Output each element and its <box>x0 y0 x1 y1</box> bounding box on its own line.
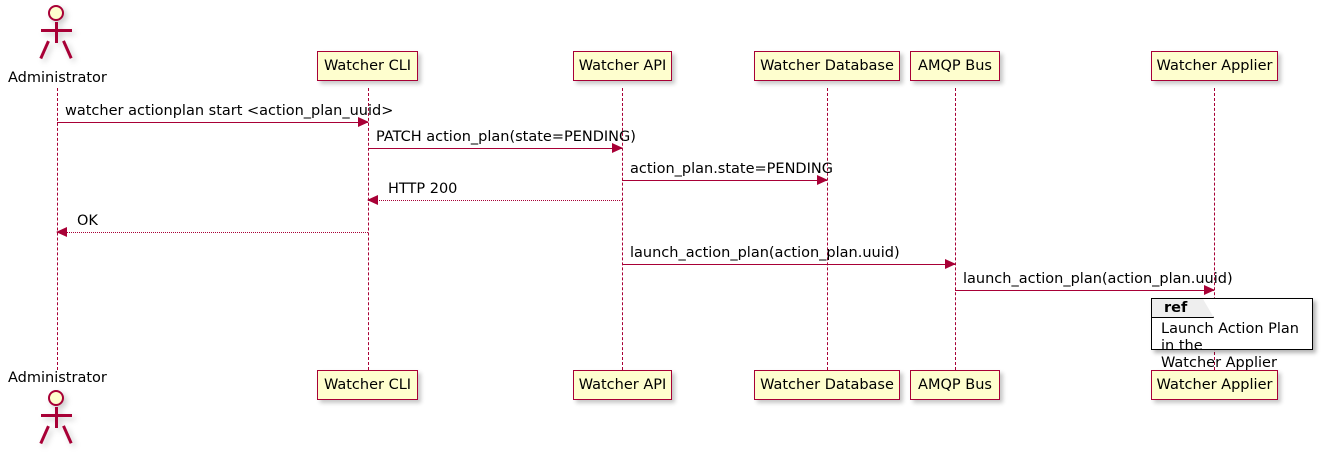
ref-fragment-body-text: Launch Action Plan in the Watcher Applie… <box>1161 321 1299 371</box>
participant-box-watcher-api-bottom[interactable]: Watcher API <box>573 370 672 400</box>
actor-head-icon <box>48 5 64 21</box>
lifeline-watcher-cli <box>368 88 369 370</box>
actor-label-administrator-top: Administrator <box>8 70 107 86</box>
ref-fragment-tab-label: ref <box>1152 299 1214 318</box>
arrowhead-icon <box>367 195 378 205</box>
actor-right-leg-icon <box>62 425 73 444</box>
participant-box-watcher-applier-top[interactable]: Watcher Applier <box>1151 51 1278 81</box>
ref-fragment[interactable]: ref Launch Action Plan in the Watcher Ap… <box>1151 298 1313 371</box>
actor-administrator-top <box>35 5 79 61</box>
message-line <box>57 122 368 123</box>
actor-label-administrator-bottom: Administrator <box>8 370 107 386</box>
arrowhead-icon <box>945 259 956 269</box>
lifeline-watcher-applier <box>1214 88 1215 370</box>
actor-body-icon <box>55 22 58 43</box>
actor-head-icon <box>48 390 64 406</box>
arrowhead-icon <box>612 143 623 153</box>
message-label: HTTP 200 <box>388 180 458 197</box>
lifeline-watcher-api <box>622 88 623 370</box>
message-label: OK <box>77 212 98 229</box>
message-line <box>368 200 622 201</box>
message-label: launch_action_plan(action_plan.uuid) <box>630 244 900 261</box>
message-line <box>622 180 827 181</box>
message-line <box>622 264 955 265</box>
actor-right-leg-icon <box>62 40 73 59</box>
actor-left-leg-icon <box>39 425 50 444</box>
lifeline-watcher-database <box>827 88 828 370</box>
participant-box-watcher-database-top[interactable]: Watcher Database <box>754 51 900 81</box>
actor-administrator-bottom <box>35 390 79 446</box>
participant-box-watcher-api-top[interactable]: Watcher API <box>573 51 672 81</box>
arrowhead-icon <box>358 117 369 127</box>
actor-body-icon <box>55 407 58 428</box>
arrowhead-icon <box>56 227 67 237</box>
participant-box-watcher-cli-top[interactable]: Watcher CLI <box>317 51 418 81</box>
message-label: action_plan.state=PENDING <box>630 160 833 177</box>
message-label: launch_action_plan(action_plan.uuid) <box>963 270 1233 287</box>
participant-box-amqp-bus-top[interactable]: AMQP Bus <box>910 51 1000 81</box>
participant-box-watcher-applier-bottom[interactable]: Watcher Applier <box>1151 370 1278 400</box>
actor-left-leg-icon <box>39 40 50 59</box>
arrowhead-icon <box>817 175 828 185</box>
participant-box-watcher-cli-bottom[interactable]: Watcher CLI <box>317 370 418 400</box>
message-label: watcher actionplan start <action_plan_uu… <box>65 102 394 119</box>
message-line <box>57 232 368 233</box>
message-label: PATCH action_plan(state=PENDING) <box>376 128 636 145</box>
actor-arms-icon <box>41 29 72 32</box>
lifeline-amqp-bus <box>955 88 956 370</box>
message-line <box>955 290 1214 291</box>
participant-box-amqp-bus-bottom[interactable]: AMQP Bus <box>910 370 1000 400</box>
arrowhead-icon <box>1204 285 1215 295</box>
message-line <box>368 148 622 149</box>
actor-arms-icon <box>41 414 72 417</box>
participant-box-watcher-database-bottom[interactable]: Watcher Database <box>754 370 900 400</box>
